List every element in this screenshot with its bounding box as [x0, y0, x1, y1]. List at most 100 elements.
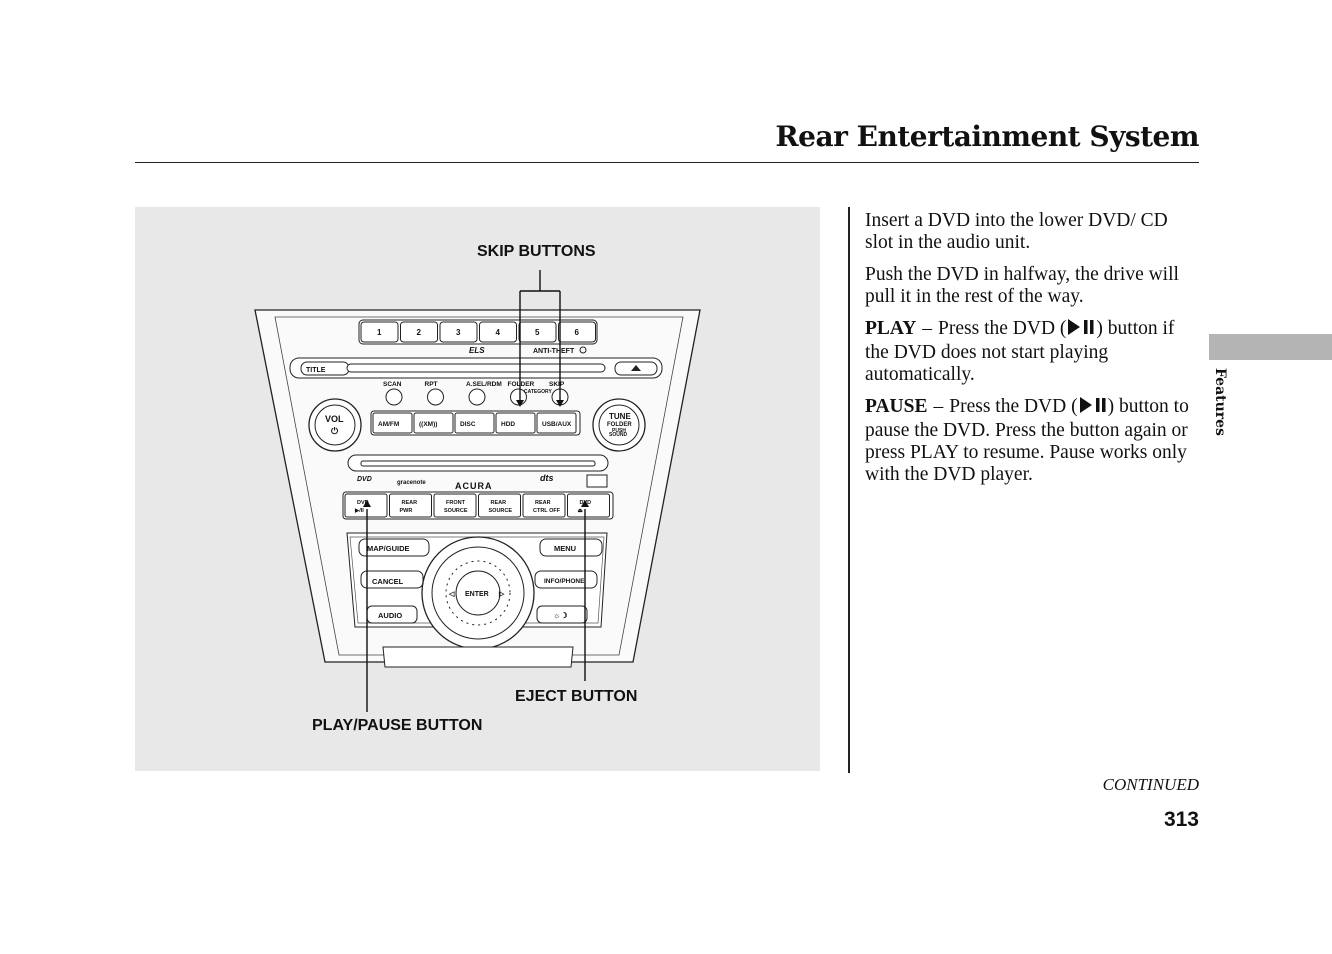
preset-label: 1 — [377, 328, 382, 337]
source-button[interactable] — [495, 412, 536, 434]
paragraph-pause: PAUSE–Press the DVD () button to pause t… — [865, 396, 1189, 485]
source-button-label: DISC — [460, 421, 476, 428]
pause-term: PAUSE — [865, 396, 928, 417]
rear-control-top-label: REAR — [402, 500, 418, 506]
info-phone-label: INFO/PHONE — [544, 578, 585, 585]
pause-text-post: ) button to pause the DVD. Press the but… — [865, 396, 1189, 485]
paragraph-play: PLAY–Press the DVD () button if the DVD … — [865, 318, 1175, 385]
tune-folder-label: FOLDER — [607, 422, 632, 428]
day-night-icon: ☼☽ — [553, 611, 568, 620]
tune-sound-label: SOUND — [609, 432, 627, 438]
source-button[interactable] — [536, 412, 577, 434]
page-title: Rear Entertainment System — [775, 120, 1199, 153]
rear-control-bottom-label: ▶/II — [354, 507, 364, 514]
skip-buttons-callout: SKIP BUTTONS — [477, 243, 596, 260]
source-button-label: HDD — [501, 421, 515, 428]
audio-unit-figure: 1 2 3 4 5 6 ANTI-THEFT ELS TITLE SCAN RPT A.SEL… — [135, 207, 820, 771]
acura-logo: ACURA — [455, 481, 493, 491]
tune-label: TUNE — [609, 412, 631, 421]
preset-label: 4 — [496, 328, 501, 337]
source-button-label: ((XM)) — [419, 421, 437, 428]
cd-slot — [346, 363, 606, 373]
rear-control-button[interactable] — [389, 493, 432, 518]
rear-control-bottom-label: SOURCE — [489, 508, 513, 514]
preset-button-5[interactable] — [518, 321, 557, 343]
rear-control-bottom-label: PWR — [400, 508, 413, 514]
map-guide-label: MAP/GUIDE — [367, 544, 410, 553]
preset-label: 3 — [456, 328, 461, 337]
play-text-pre: Press the DVD ( — [938, 318, 1067, 339]
paragraph-insert-dvd: Insert a DVD into the lower DVD/ CD slot… — [865, 210, 1168, 253]
dvd-slot — [360, 460, 596, 467]
preset-label: 5 — [535, 328, 540, 337]
dolby-logo — [586, 474, 608, 488]
enter-button[interactable] — [455, 570, 501, 616]
audio-panel-illustration: 1 2 3 4 5 6 ANTI-THEFT ELS TITLE SCAN RPT A.SEL… — [254, 270, 701, 712]
preset-button-4[interactable] — [479, 321, 517, 343]
rear-control-bottom-label: ⏏ — [578, 508, 584, 514]
upper-round-button[interactable] — [468, 388, 486, 406]
category-label: CATEGORY — [524, 389, 552, 395]
rear-control-top-label: REAR — [535, 500, 551, 506]
page-number: 313 — [1163, 808, 1199, 831]
header-rule — [135, 162, 1199, 163]
rear-control-top-label: REAR — [491, 500, 507, 506]
section-tab-label: Features — [1212, 368, 1228, 436]
upper-round-button[interactable] — [385, 388, 403, 406]
preset-label: 2 — [417, 328, 422, 337]
dvd-logo: DVD — [357, 476, 372, 483]
source-button-label: AM/FM — [378, 421, 399, 428]
upper-round-button[interactable] — [427, 388, 444, 406]
eject-button-callout: EJECT BUTTON — [515, 688, 638, 705]
info-phone-button[interactable] — [534, 570, 598, 589]
rear-control-button[interactable] — [478, 493, 521, 518]
upper-button-label: FOLDER — [508, 381, 535, 388]
rear-control-top-label: FRONT — [446, 500, 466, 506]
play-pause-icon — [1066, 318, 1096, 342]
preset-button-1[interactable] — [360, 321, 399, 343]
source-button[interactable] — [454, 412, 495, 434]
preset-button-6[interactable] — [558, 321, 596, 343]
upper-button-label: SCAN — [383, 381, 402, 388]
play-pause-button-callout: PLAY/PAUSE BUTTON — [312, 717, 483, 734]
body-text: Insert a DVD into the lower DVD/ CD slot… — [865, 210, 1195, 496]
preset-label: 6 — [575, 328, 580, 337]
play-term: PLAY — [865, 318, 917, 339]
source-button[interactable] — [413, 412, 454, 434]
section-tab — [1209, 334, 1332, 360]
rear-control-button[interactable] — [522, 493, 566, 518]
power-icon: ⏻ — [331, 426, 339, 436]
upper-button-label: SKIP — [549, 381, 565, 388]
left-arrow-icon: ◁ — [448, 591, 455, 598]
preset-button-2[interactable] — [400, 321, 438, 343]
upper-button-label: RPT — [425, 381, 438, 388]
rear-control-top-label: DVD — [357, 500, 369, 506]
rear-control-bottom-label: SOURCE — [444, 508, 468, 514]
right-arrow-icon: ▷ — [498, 591, 505, 598]
source-button-label: USB/AUX — [542, 421, 572, 428]
play-text-post: ) button if the DVD does not start playi… — [865, 318, 1175, 385]
title-button-label: TITLE — [306, 367, 326, 374]
menu-button[interactable] — [539, 538, 603, 557]
source-button[interactable] — [372, 412, 413, 434]
map-guide-button[interactable] — [358, 538, 430, 557]
rear-control-bottom-label: CTRL OFF — [533, 508, 561, 514]
tune-push-label: PUSH — [612, 428, 626, 434]
gracenote-logo: gracenote — [397, 480, 426, 486]
upper-button-label: A.SEL/RDM — [466, 381, 502, 388]
pause-text-pre: Press the DVD ( — [949, 396, 1078, 417]
rear-control-button[interactable] — [567, 493, 610, 518]
rear-control-button[interactable] — [433, 493, 477, 518]
enter-label: ENTER — [465, 591, 489, 598]
vol-label: VOL — [325, 414, 344, 424]
anti-theft-label: ANTI-THEFT — [533, 348, 575, 355]
dts-logo: dts — [540, 473, 554, 483]
menu-label: MENU — [554, 544, 576, 553]
continued-label: CONTINUED — [1102, 775, 1199, 794]
els-logo: ELS — [469, 346, 485, 355]
audio-label: AUDIO — [378, 611, 402, 620]
preset-button-3[interactable] — [439, 321, 478, 343]
play-pause-icon — [1078, 396, 1108, 420]
day-night-button[interactable] — [536, 605, 588, 624]
cancel-label: CANCEL — [372, 577, 404, 586]
